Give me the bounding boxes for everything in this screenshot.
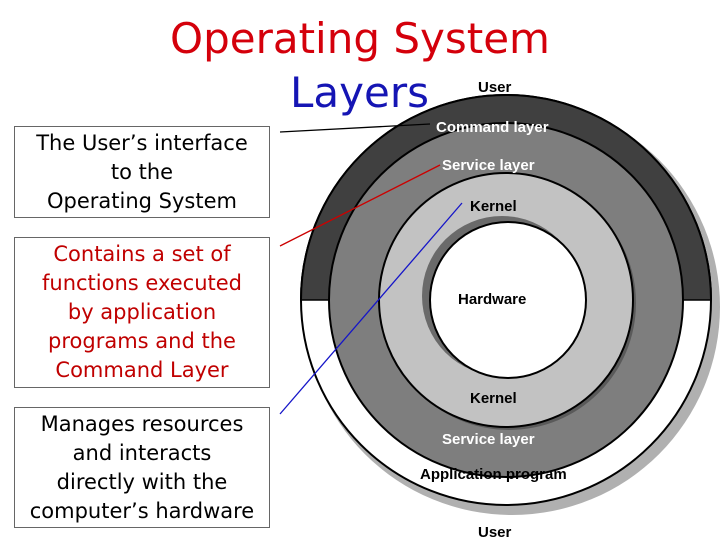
connector-kernel — [279, 202, 463, 415]
kernel-line: computer’s hardware — [29, 499, 255, 523]
hardware-core — [429, 221, 587, 379]
label-service-layer-bottom: Service layer — [442, 431, 535, 448]
label-hardware: Hardware — [458, 291, 526, 308]
user-interface-line: Operating System — [47, 189, 237, 213]
service-line: programs and the — [48, 329, 236, 353]
user-interface-line: to the — [110, 160, 174, 184]
kernel-line: directly with the — [56, 470, 228, 494]
label-kernel-bottom: Kernel — [470, 390, 517, 407]
user-interface-line: The User’s interface — [36, 131, 248, 155]
kernel-line: Manages resources — [40, 412, 244, 436]
service-layer-description: Contains a set of functions executed by … — [14, 237, 270, 388]
connector-command-layer — [279, 123, 431, 133]
service-line: functions executed — [42, 271, 242, 295]
label-user-top: User — [478, 79, 512, 96]
label-service-layer-top: Service layer — [442, 157, 535, 174]
title-line-1: Operating System — [170, 14, 550, 63]
service-line: by application — [67, 300, 217, 324]
title-line-2: Layers — [290, 68, 429, 117]
kernel-line: and interacts — [72, 441, 212, 465]
service-line: Command Layer — [55, 358, 229, 382]
label-user-bottom: User — [478, 524, 512, 540]
label-command-layer: Command layer — [436, 119, 549, 136]
label-application-program: Application program — [420, 466, 567, 483]
label-kernel-top: Kernel — [470, 198, 517, 215]
connector-service-layer — [279, 164, 441, 247]
service-line: Contains a set of — [53, 242, 231, 266]
kernel-description: Manages resources and interacts directly… — [14, 407, 270, 528]
user-interface-description: The User’s interface to the Operating Sy… — [14, 126, 270, 218]
